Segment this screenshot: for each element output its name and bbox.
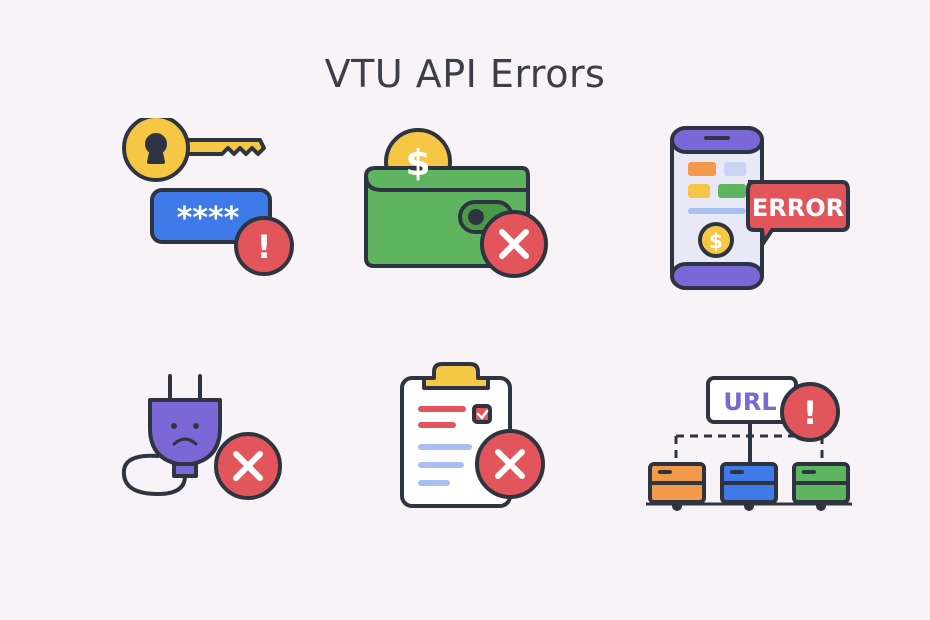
invalid-api-key-icon: **** !	[118, 114, 298, 283]
url-alert-mark: !	[803, 394, 818, 432]
error-label: ERROR	[752, 194, 844, 222]
phone-currency: $	[709, 229, 723, 253]
alert-mark: !	[257, 228, 272, 266]
unplugged-icon	[118, 372, 288, 502]
page-title: VTU API Errors	[324, 52, 606, 96]
wallet-error-icon: $	[362, 128, 552, 278]
url-label: URL	[723, 388, 776, 416]
bad-endpoint-url-icon: URL !	[646, 372, 852, 514]
currency-symbol: $	[405, 143, 430, 184]
clipboard-error-icon	[398, 362, 550, 512]
phone-error-icon: $ ERROR	[668, 124, 853, 292]
password-mask: ****	[177, 201, 240, 236]
